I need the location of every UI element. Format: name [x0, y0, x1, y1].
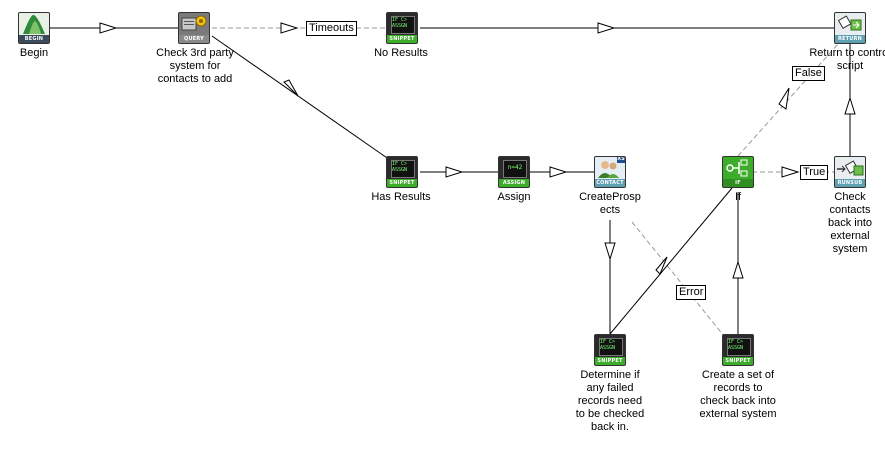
link-query-to-hasresults[interactable] [211, 35, 391, 161]
node-label-createset: Create a set of records to check back in… [693, 369, 783, 421]
begin-icon: BEGIN [18, 12, 50, 44]
arrowhead [445, 166, 464, 178]
determine-node[interactable]: IF C> ASSGN SNIPPET [594, 334, 626, 366]
node-badge: QUERY [179, 35, 209, 43]
arrowhead [280, 22, 299, 34]
link-label-error: Error [676, 285, 707, 300]
node-label-begin: Begin [19, 47, 49, 59]
node-label-hasresults: Has Results [371, 191, 431, 203]
snippet-screen: IF C> ASSGN [391, 160, 415, 178]
arrowhead [283, 79, 299, 97]
node-label-return: Return to control script [809, 47, 885, 72]
hasresults-node[interactable]: IF C> ASSGN SNIPPET [386, 156, 418, 188]
arrowhead [99, 22, 118, 34]
return-node[interactable]: RETURN [834, 12, 866, 44]
node-label-check3rd: Check 3rd party system for contacts to a… [156, 47, 234, 85]
checkback-node[interactable]: RUNSUB [834, 156, 866, 188]
snippet-icon: IF C> ASSGN SNIPPET [386, 12, 418, 44]
assign-screen: n=42 [503, 160, 527, 178]
arrowhead [844, 96, 856, 115]
runsub-glyph [837, 160, 864, 176]
createset-text: Create a set of records to check back in… [699, 369, 777, 420]
arrowhead [655, 256, 668, 275]
snippet-icon: IF C> ASSGN SNIPPET [722, 334, 754, 366]
createprospects-line: CreateProsp ects [579, 191, 641, 216]
link-error[interactable] [631, 221, 725, 337]
node-badge: SNIPPET [387, 179, 417, 187]
runsub-icon: RUNSUB [834, 156, 866, 188]
snippet-screen: IF C> ASSGN [599, 338, 623, 356]
if-node[interactable]: IF [722, 156, 754, 188]
node-label-determine: Determine if any failed records need to … [565, 369, 655, 434]
snippet-screen: IF C> ASSGN [391, 16, 415, 34]
link-label-true: True [800, 165, 829, 180]
node-label-assign: Assign [497, 191, 531, 203]
node-badge: BEGIN [19, 35, 49, 43]
checkback-text: Check contacts back into external system [827, 191, 873, 255]
begin-glyph [23, 14, 45, 34]
assign-icon: n=42 ASSIGN [498, 156, 530, 188]
node-badge: SNIPPET [387, 35, 417, 43]
arrowhead [781, 166, 800, 178]
link-label-false: False [792, 66, 825, 81]
snippet-screen: IF C> ASSGN [727, 338, 751, 356]
node-label-noresults: No Results [374, 47, 428, 59]
arrowhead [604, 242, 616, 261]
arrowhead [778, 87, 790, 110]
node-badge: CONTACT [595, 179, 625, 187]
node-badge: RUNSUB [835, 179, 865, 187]
arrowhead [732, 260, 744, 279]
noresults-node[interactable]: IF C> ASSGN SNIPPET [386, 12, 418, 44]
if-icon: IF [722, 156, 754, 188]
return-icon: RETURN [834, 12, 866, 44]
createprospects-node[interactable]: XS CONTACT [594, 156, 626, 188]
contact-glyph [598, 157, 625, 178]
node-badge: RETURN [835, 35, 865, 43]
arrowhead [597, 22, 616, 34]
query-glyph [181, 15, 207, 31]
node-label-createprospects: CreateProsp ects [565, 191, 655, 217]
snippet-icon: IF C> ASSGN SNIPPET [386, 156, 418, 188]
snippet-icon: IF C> ASSGN SNIPPET [594, 334, 626, 366]
contact-corner-badge: XS [617, 156, 625, 162]
link-false[interactable] [737, 43, 839, 157]
link-determine-to-if[interactable] [609, 187, 733, 335]
node-badge: SNIPPET [723, 357, 753, 365]
node-label-checkback: Check contacts back into external system [805, 191, 885, 256]
contact-icon: XS CONTACT [594, 156, 626, 188]
link-label-timeouts: Timeouts [306, 21, 357, 36]
node-badge: ASSIGN [499, 179, 529, 187]
createset-node[interactable]: IF C> ASSGN SNIPPET [722, 334, 754, 366]
node-badge: IF [723, 179, 753, 187]
node-badge: SNIPPET [595, 357, 625, 365]
if-glyph [726, 159, 748, 177]
assign-node[interactable]: n=42 ASSIGN [498, 156, 530, 188]
determine-text: Determine if any failed records need to … [575, 369, 645, 433]
query-node[interactable]: QUERY [178, 12, 210, 44]
node-label-if: If [734, 191, 742, 203]
return-glyph [837, 15, 862, 31]
arrowhead [549, 166, 568, 178]
begin-node[interactable]: BEGIN [18, 12, 50, 44]
query-icon: QUERY [178, 12, 210, 44]
